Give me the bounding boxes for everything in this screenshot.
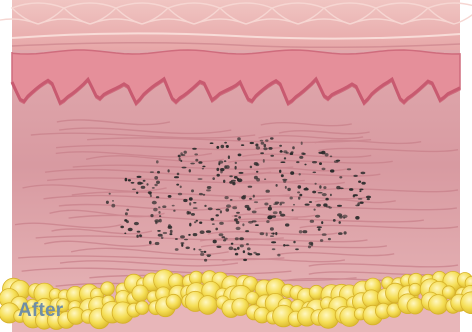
caption-label: After — [18, 300, 63, 322]
surface-scales-layer — [0, 0, 472, 50]
